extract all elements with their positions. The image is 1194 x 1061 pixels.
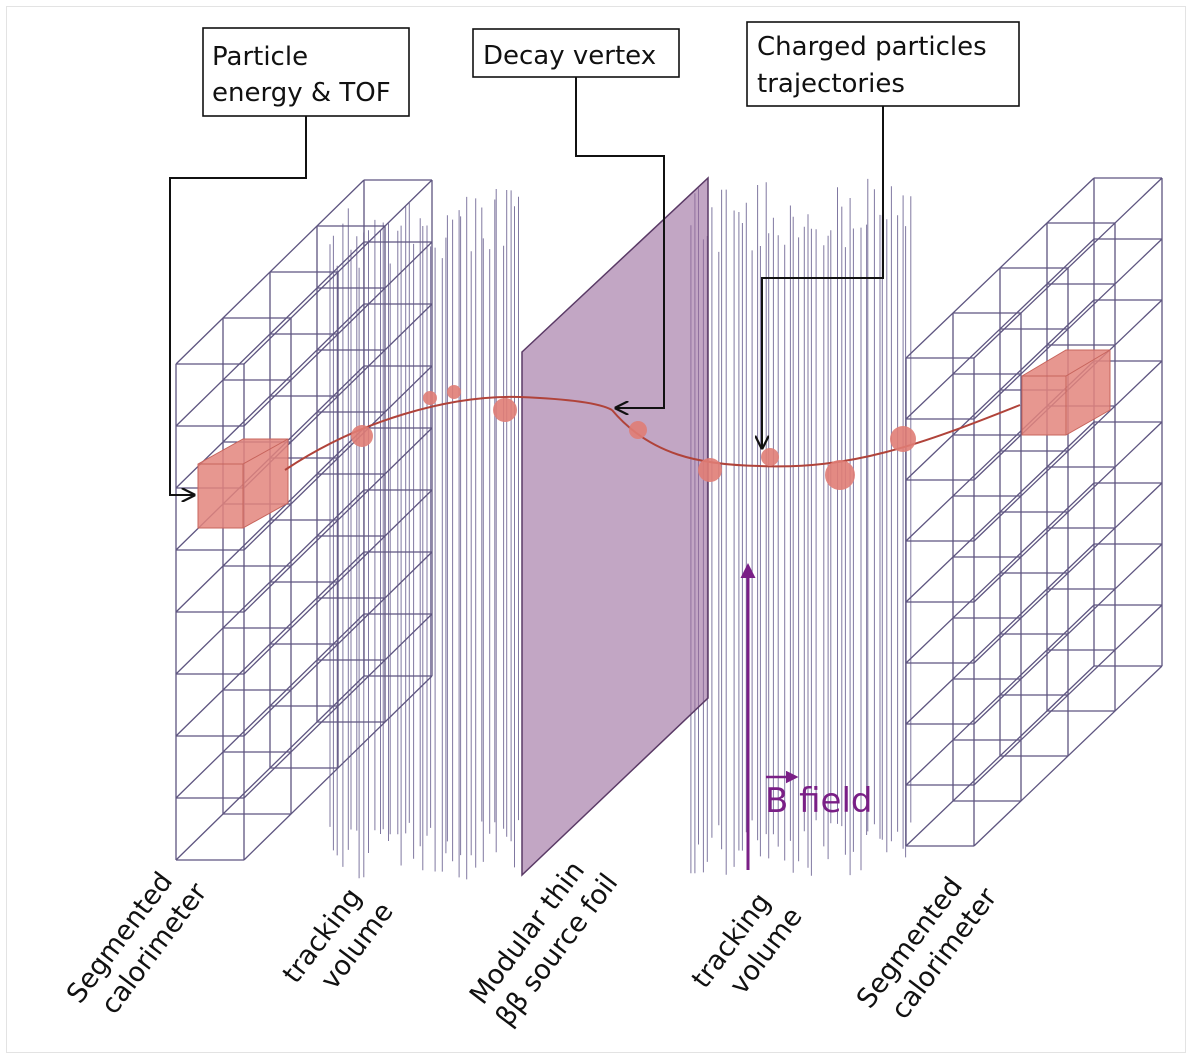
tracker-hits (351, 385, 916, 490)
label-source-foil: Modular thin ββ source foil (464, 856, 624, 1033)
hit-marker (351, 425, 373, 447)
label-right-tracking: tracking volume (686, 887, 809, 1000)
callout-trajectories-line-2: trajectories (757, 69, 905, 99)
hit-marker (629, 421, 647, 439)
callout-vertex-text: Decay vertex (483, 41, 656, 71)
hit-marker (825, 460, 855, 490)
label-right-calorimeter: Segmented calorimeter (851, 872, 1004, 1026)
label-left-tracking: tracking volume (277, 882, 400, 995)
left-trajectory (284, 395, 613, 471)
b-field-label: B field (765, 770, 873, 821)
label-left-calorimeter: Segmented calorimeter (61, 867, 214, 1021)
hit-marker (698, 458, 722, 482)
right-trajectory (611, 404, 1021, 468)
right-calorimeter-hit-block (1021, 349, 1111, 436)
right-tracking-wires (690, 178, 912, 876)
callout-energy-line-1: Particle (212, 42, 308, 72)
left-calorimeter-hit-block (197, 438, 289, 529)
callout-energy-line-2: energy & TOF (212, 78, 391, 108)
b-field-text: B field (765, 781, 873, 821)
source-foil (521, 176, 709, 877)
callout-trajectories-leader (762, 106, 884, 448)
hit-marker (423, 391, 437, 405)
right-calorimeter (905, 177, 1163, 847)
left-calorimeter (175, 179, 433, 861)
hit-marker (761, 448, 779, 466)
hit-marker (447, 385, 461, 399)
hit-marker (890, 426, 916, 452)
callout-trajectories-line-1: Charged particles (757, 32, 987, 62)
callout-energy-leader (169, 116, 307, 495)
callout-energy-tof: Particle energy & TOF (202, 27, 410, 117)
callout-vertex-leader (575, 77, 665, 408)
left-tracking-wires (329, 189, 519, 880)
hit-marker (493, 398, 517, 422)
callout-decay-vertex: Decay vertex (472, 28, 680, 78)
callout-trajectories: Charged particles trajectories (746, 21, 1020, 107)
